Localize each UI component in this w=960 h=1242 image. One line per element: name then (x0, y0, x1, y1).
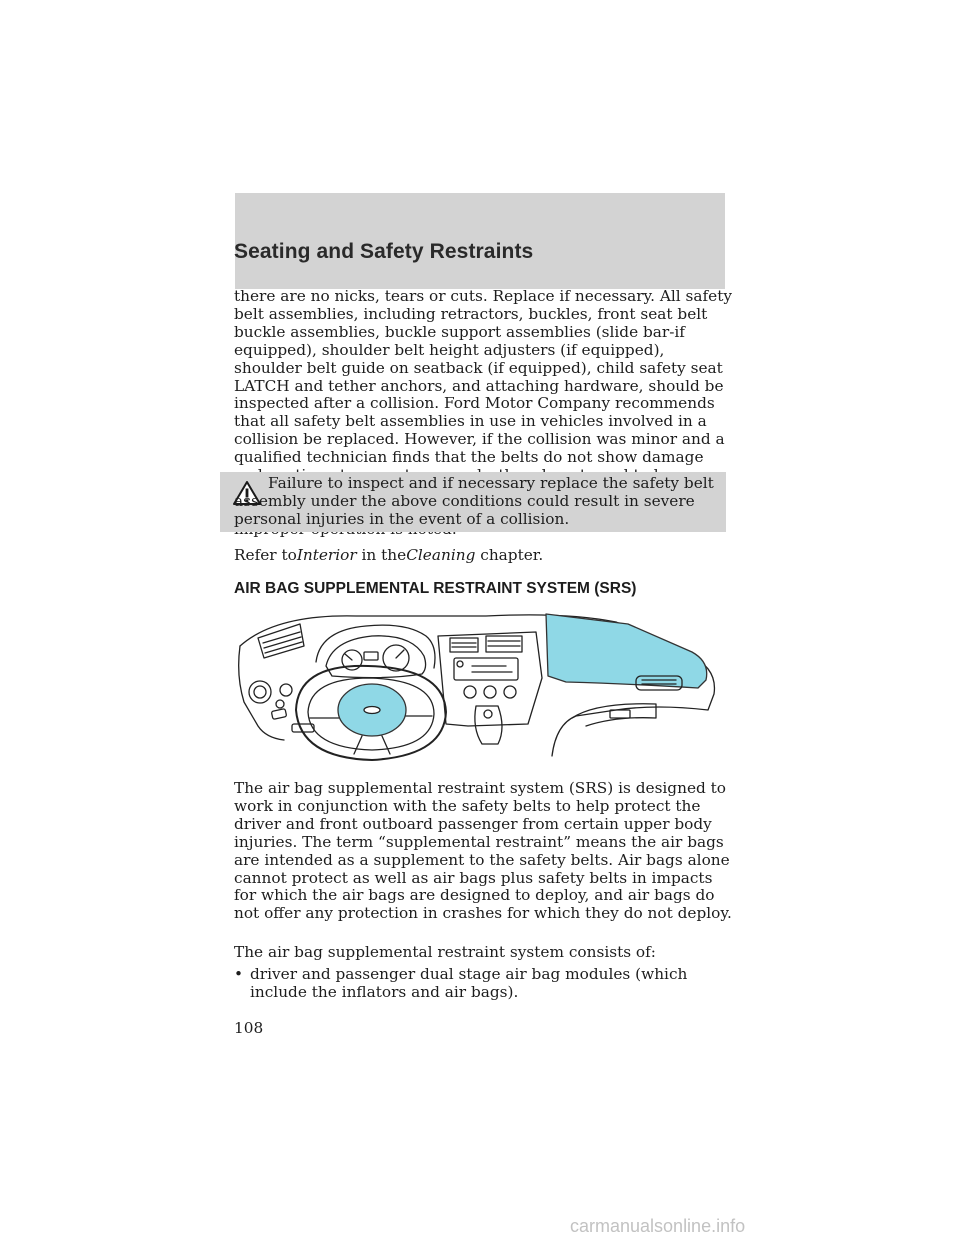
refer-suffix: chapter. (480, 546, 544, 564)
dashboard-airbag-illustration (238, 613, 716, 761)
section-header-band (235, 193, 725, 289)
paragraph-srs-consists: The air bag supplemental restraint syste… (234, 943, 656, 961)
warning-box: Failure to inspect and if necessary repl… (220, 472, 726, 532)
srs-heading: AIR BAG SUPPLEMENTAL RESTRAINT SYSTEM (S… (234, 580, 637, 597)
right-air-vent (635, 675, 683, 691)
glove-box (571, 703, 657, 727)
refer-middle: in the (361, 546, 407, 564)
small-switch (271, 708, 287, 720)
passenger-airbag-zone (545, 613, 708, 689)
bullet-text: driver and passenger dual stage air bag … (250, 965, 688, 1001)
steering-wheel-rim (295, 664, 447, 761)
dash-left-outline (238, 645, 285, 741)
left-air-vent (257, 623, 305, 659)
instrument-cluster (325, 635, 427, 679)
refer-link-interior: Interior (296, 546, 357, 564)
refer-prefix: Refer to (234, 546, 297, 564)
center-stack (437, 631, 543, 745)
headlamp-switch-cluster (248, 680, 293, 709)
section-title: Seating and Safety Restraints (234, 240, 534, 263)
paragraph-srs-description: The air bag supplemental restraint syste… (234, 779, 732, 923)
refer-link-cleaning: Cleaning (406, 546, 476, 564)
list-item: • driver and passenger dual stage air ba… (234, 965, 734, 1002)
bullet-marker: • (234, 965, 244, 983)
warning-text: Failure to inspect and if necessary repl… (234, 474, 714, 528)
instrument-cluster-hood (315, 624, 436, 669)
watermark: carmanualsonline.info (570, 1216, 746, 1236)
page-number: 108 (234, 1019, 264, 1037)
refer-line: Refer toInterior in theCleaning chapter. (234, 546, 544, 565)
warning-triangle-icon (233, 481, 261, 505)
